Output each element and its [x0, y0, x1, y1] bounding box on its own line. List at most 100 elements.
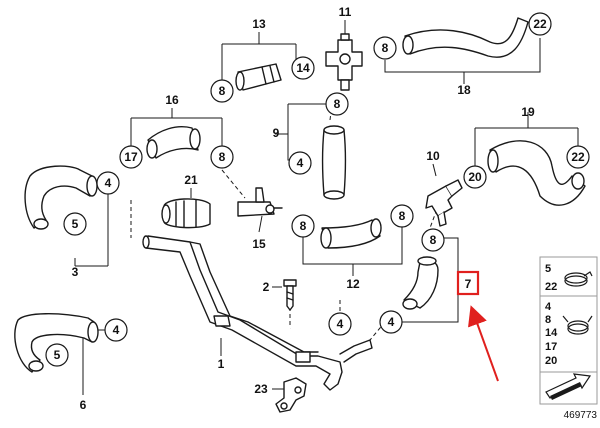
callout-number: 8 [219, 150, 226, 164]
valve-part-15 [237, 187, 283, 217]
callout-number: 4 [337, 317, 344, 331]
part-label-l19: 19 [521, 105, 535, 119]
connector-part-10 [425, 179, 463, 227]
callout-circle [210, 145, 234, 169]
part-label-l2: 2 [263, 280, 270, 294]
part-label-l23: 23 [254, 382, 268, 396]
hose-part-12 [320, 218, 382, 249]
callout-circle [119, 145, 143, 169]
part-label-l16: 16 [165, 93, 179, 107]
hose-part-9 [321, 125, 347, 200]
part-label-l11: 11 [339, 5, 352, 19]
spring-clamp-icon [562, 315, 593, 335]
hose-part-6 [14, 313, 99, 373]
callout-circle [566, 145, 590, 169]
callout-number: 8 [430, 233, 437, 247]
legend-item: 4 [545, 301, 552, 313]
callout-number: 8 [382, 41, 389, 55]
callout-circle [96, 171, 120, 195]
highlight-part-7: 7 [456, 270, 499, 382]
callout-number: 4 [113, 323, 120, 337]
hose-part-16 [146, 126, 201, 159]
bolt-part-2 [283, 279, 297, 311]
legend-item: 20 [545, 355, 557, 367]
callout-circle [328, 312, 352, 336]
callout-number: 8 [300, 219, 307, 233]
red-arrow-icon [468, 305, 499, 382]
hose-clamp-icon [564, 271, 593, 287]
leader-lines [74, 20, 579, 395]
callout-circle [45, 343, 69, 367]
callout-circle [291, 56, 315, 80]
hose-part-7 [402, 256, 439, 310]
hose-part-19 [487, 140, 586, 206]
part-label-l6: 6 [80, 398, 87, 412]
callout-c14: 14 [291, 56, 315, 80]
callout-c4-e: 4 [104, 318, 128, 342]
callout-c22-b: 22 [566, 145, 590, 169]
legend-item: 8 [545, 314, 551, 326]
direction-arrow-icon [545, 373, 592, 400]
callout-c5-a: 5 [63, 212, 87, 236]
legend-item: 14 [545, 327, 558, 339]
legend-item: 22 [545, 281, 557, 293]
callout-number: 17 [124, 150, 138, 164]
callout-c4-c: 4 [328, 312, 352, 336]
callout-c5-b: 5 [45, 343, 69, 367]
part-label-l1: 1 [218, 357, 225, 371]
callout-circle [325, 92, 349, 116]
hose-part-18 [402, 17, 529, 58]
callout-circle [421, 228, 445, 252]
callout-c17: 17 [119, 145, 143, 169]
callout-c4-a: 4 [288, 151, 312, 175]
callout-c22-a: 22 [528, 12, 552, 36]
part-label-l10: 10 [426, 149, 440, 163]
callout-c8-g: 8 [421, 228, 445, 252]
diagram-part-number: 469773 [564, 410, 598, 421]
callout-number: 8 [399, 209, 406, 223]
callout-c4-d: 4 [379, 310, 403, 334]
legend-item: 5 [545, 263, 551, 275]
callout-circle [373, 36, 397, 60]
part-label-l21: 21 [184, 173, 198, 187]
highlight-part-7-label: 7 [465, 277, 472, 291]
bracket-part-23 [275, 377, 307, 413]
callout-c4-b: 4 [96, 171, 120, 195]
callout-c8-b: 8 [373, 36, 397, 60]
callout-circle [291, 214, 315, 238]
callout-circle [463, 165, 487, 189]
hose-part-13 [235, 63, 282, 91]
callout-number: 22 [571, 150, 585, 164]
callout-number: 4 [388, 315, 395, 329]
callout-number: 22 [533, 17, 547, 31]
part-label-l15: 15 [252, 237, 266, 251]
callout-number: 8 [219, 84, 226, 98]
part-label-l3: 3 [72, 265, 79, 279]
callout-number: 4 [297, 156, 304, 170]
callout-circle [390, 204, 414, 228]
callout-c8-c: 8 [325, 92, 349, 116]
callout-circle [528, 12, 552, 36]
callout-number: 5 [54, 348, 61, 362]
callout-number: 14 [296, 61, 310, 75]
callout-c8-a: 8 [210, 79, 234, 103]
callout-c20: 20 [463, 165, 487, 189]
sleeve-part-21 [161, 198, 211, 229]
callout-circle [379, 310, 403, 334]
part-label-l18: 18 [457, 83, 471, 97]
callout-number: 4 [105, 176, 112, 190]
callout-c8-d: 8 [210, 145, 234, 169]
hose-part-3 [24, 165, 98, 230]
callout-number: 5 [72, 217, 79, 231]
part-label-l12: 12 [346, 277, 360, 291]
part-label-l13: 13 [252, 17, 266, 31]
legend-group-2: 4 8 14 17 20 [545, 301, 593, 367]
callout-circle [63, 212, 87, 236]
legend-panel: 5 22 4 8 14 17 20 [539, 256, 598, 405]
legend-group-1: 5 22 [545, 263, 593, 293]
callout-c8-f: 8 [390, 204, 414, 228]
